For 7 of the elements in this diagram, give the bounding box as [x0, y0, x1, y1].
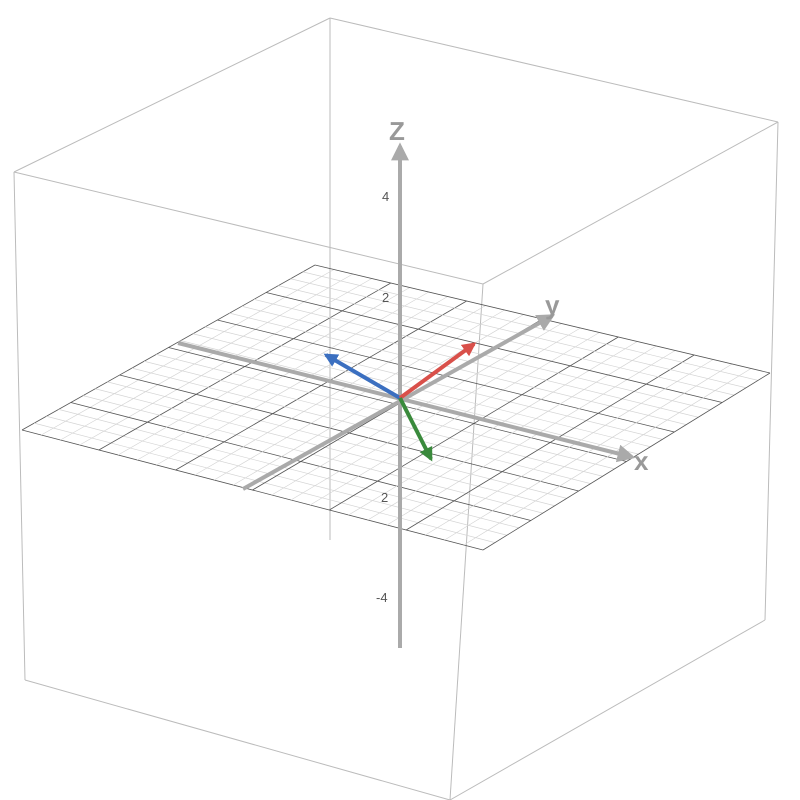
tick-label: 4	[382, 190, 390, 203]
axis-label: y	[545, 292, 560, 318]
tick-label: 2	[382, 291, 390, 304]
tick-label: -4	[376, 591, 388, 604]
axis-label: x	[634, 448, 648, 474]
axis-label: Z	[389, 118, 405, 144]
tick-label: 2	[381, 491, 388, 504]
